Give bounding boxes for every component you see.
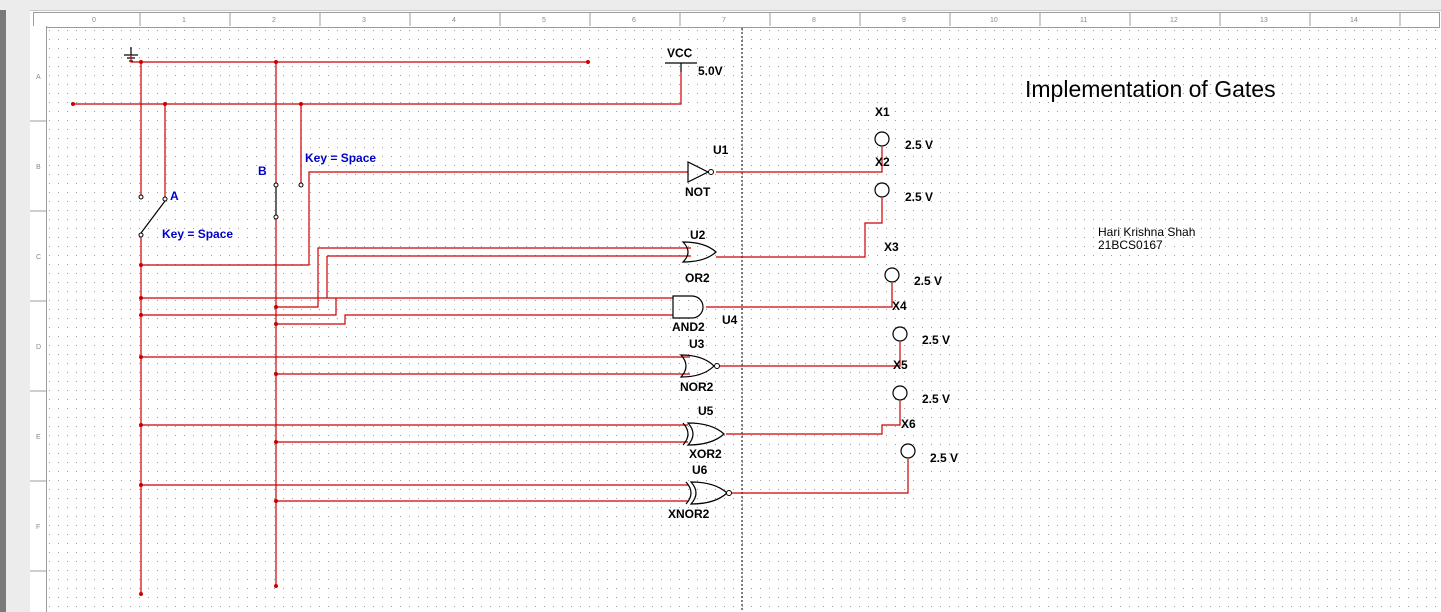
vcc-source[interactable]: VCC 5.0V [665, 46, 723, 78]
probe-x6[interactable]: X6 2.5 V [900, 417, 958, 465]
gate-u5-xor[interactable]: U5 XOR2 [682, 404, 725, 461]
gate-u6-type: XNOR2 [668, 507, 710, 521]
ruler-col-6: 6 [632, 17, 636, 24]
gate-u3-ref: U3 [689, 337, 705, 351]
ruler-col-5: 5 [542, 17, 546, 24]
author-name: Hari Krishna Shah [1098, 225, 1195, 239]
ruler-col-14: 14 [1350, 17, 1358, 24]
probe-x6-ref: X6 [901, 417, 916, 431]
probe-x5[interactable]: X5 2.5 V [892, 358, 950, 406]
probe-x3-voltage: 2.5 V [914, 274, 942, 288]
vertical-ruler [30, 26, 47, 612]
gate-u2-or[interactable]: U2 OR2 [681, 228, 717, 285]
ruler-row-d: D [36, 344, 41, 351]
switch-a[interactable]: A Key = Space [138, 189, 233, 241]
vcc-voltage: 5.0V [698, 64, 723, 78]
probe-x6-voltage: 2.5 V [930, 451, 958, 465]
ground-icon[interactable] [124, 47, 141, 63]
page-title: Implementation of Gates [1025, 76, 1276, 102]
probe-x2-ref: X2 [875, 155, 890, 169]
probe-x5-voltage: 2.5 V [922, 392, 950, 406]
ruler-row-b: B [36, 164, 41, 171]
ruler-col-9: 9 [902, 17, 906, 24]
gate-u5-ref: U5 [698, 404, 714, 418]
gate-u3-nor[interactable]: U3 NOR2 [679, 337, 720, 394]
probe-x5-ref: X5 [893, 358, 908, 372]
top-toolbar-strip [0, 0, 1441, 11]
author-id: 21BCS0167 [1098, 238, 1163, 252]
ruler-col-13: 13 [1260, 17, 1268, 24]
gate-u1-type: NOT [685, 185, 711, 199]
horizontal-ruler [33, 12, 1440, 28]
gate-u2-ref: U2 [690, 228, 706, 242]
gate-u4-ref: U4 [722, 313, 738, 327]
left-panel-strip [0, 10, 30, 612]
ruler-row-c: C [36, 254, 41, 261]
switch-b-key: Key = Space [305, 151, 376, 165]
ruler-col-8: 8 [812, 17, 816, 24]
ruler-col-4: 4 [452, 17, 456, 24]
gate-u4-and[interactable]: AND2 U4 [672, 295, 738, 334]
switch-a-key: Key = Space [162, 227, 233, 241]
gate-u6-xnor[interactable]: U6 XNOR2 [668, 463, 732, 521]
ruler-row-e: E [36, 434, 41, 441]
row-ruler-labels: A B C D E F [36, 74, 41, 531]
switch-b[interactable]: B Key = Space [258, 151, 376, 220]
switch-a-label: A [170, 189, 179, 203]
ruler-row-f: F [36, 524, 40, 531]
probe-x3[interactable]: X3 2.5 V [884, 240, 942, 288]
gate-u4-type: AND2 [672, 320, 705, 334]
gate-u2-type: OR2 [685, 271, 710, 285]
probe-x4[interactable]: X4 2.5 V [892, 299, 950, 347]
gate-u6-ref: U6 [692, 463, 708, 477]
probe-x1-ref: X1 [875, 105, 890, 119]
probe-x2[interactable]: X2 2.5 V [874, 155, 933, 204]
gate-u1-ref: U1 [713, 143, 729, 157]
ruler-col-1: 1 [182, 17, 186, 24]
gate-u3-type: NOR2 [680, 380, 714, 394]
junction-dots [71, 60, 590, 596]
probe-x1-voltage: 2.5 V [905, 138, 933, 152]
gate-u1-not[interactable]: U1 NOT [685, 143, 729, 199]
probe-x4-ref: X4 [892, 299, 907, 313]
vcc-label: VCC [667, 46, 693, 60]
probe-x3-ref: X3 [884, 240, 899, 254]
wires [73, 61, 909, 594]
switch-b-label: B [258, 164, 267, 178]
ruler-col-7: 7 [722, 17, 726, 24]
probe-x4-voltage: 2.5 V [922, 333, 950, 347]
column-ruler-labels: 0 1 2 3 4 5 6 7 8 9 10 11 12 13 14 [92, 17, 1358, 24]
ruler-row-a: A [36, 74, 41, 81]
ruler-col-0: 0 [92, 17, 96, 24]
probe-x1[interactable]: X1 2.5 V [874, 105, 933, 152]
ruler-ticks [30, 12, 1401, 572]
gate-u5-type: XOR2 [689, 447, 722, 461]
probe-x2-voltage: 2.5 V [905, 190, 933, 204]
ruler-col-11: 11 [1080, 17, 1087, 24]
ruler-col-2: 2 [272, 17, 276, 24]
ruler-col-12: 12 [1170, 17, 1178, 24]
ruler-col-3: 3 [362, 17, 366, 24]
ruler-col-10: 10 [990, 17, 998, 24]
